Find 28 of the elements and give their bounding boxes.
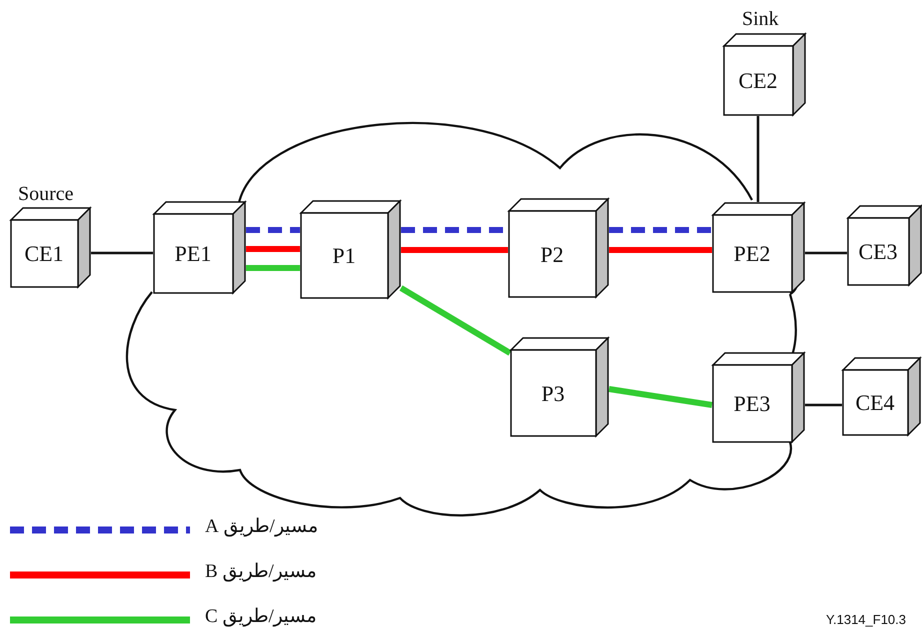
legend-text: مسير/طريق C	[205, 607, 317, 626]
device-name: CE3	[857, 241, 899, 263]
link-line	[91, 252, 153, 254]
legend-text: مسير/طريق B	[205, 562, 317, 581]
device-name: PE1	[174, 243, 212, 265]
device-name: P3	[540, 382, 566, 404]
device-name: CE1	[23, 243, 65, 265]
device-name: CE2	[737, 70, 779, 92]
device-name: PE3	[732, 393, 772, 415]
device-name: PE2	[732, 243, 772, 265]
link-line	[246, 246, 300, 252]
role-label: Sink	[742, 9, 779, 29]
link-line	[756, 116, 760, 202]
link-line	[609, 227, 712, 233]
link-line	[805, 252, 847, 254]
link-line	[805, 404, 842, 406]
link-line	[609, 247, 712, 253]
device-name: CE4	[854, 392, 896, 414]
role-label: Source	[18, 184, 74, 204]
device-name: P1	[331, 245, 357, 267]
legend-text: مسير/طريق A	[205, 517, 318, 536]
link-line	[399, 285, 512, 356]
link-line	[246, 265, 300, 271]
device-name: P2	[539, 244, 565, 266]
link-line	[401, 247, 508, 253]
link-line	[246, 227, 300, 233]
figure-id: Y.1314_F10.3	[826, 613, 906, 626]
link-line	[608, 386, 712, 408]
